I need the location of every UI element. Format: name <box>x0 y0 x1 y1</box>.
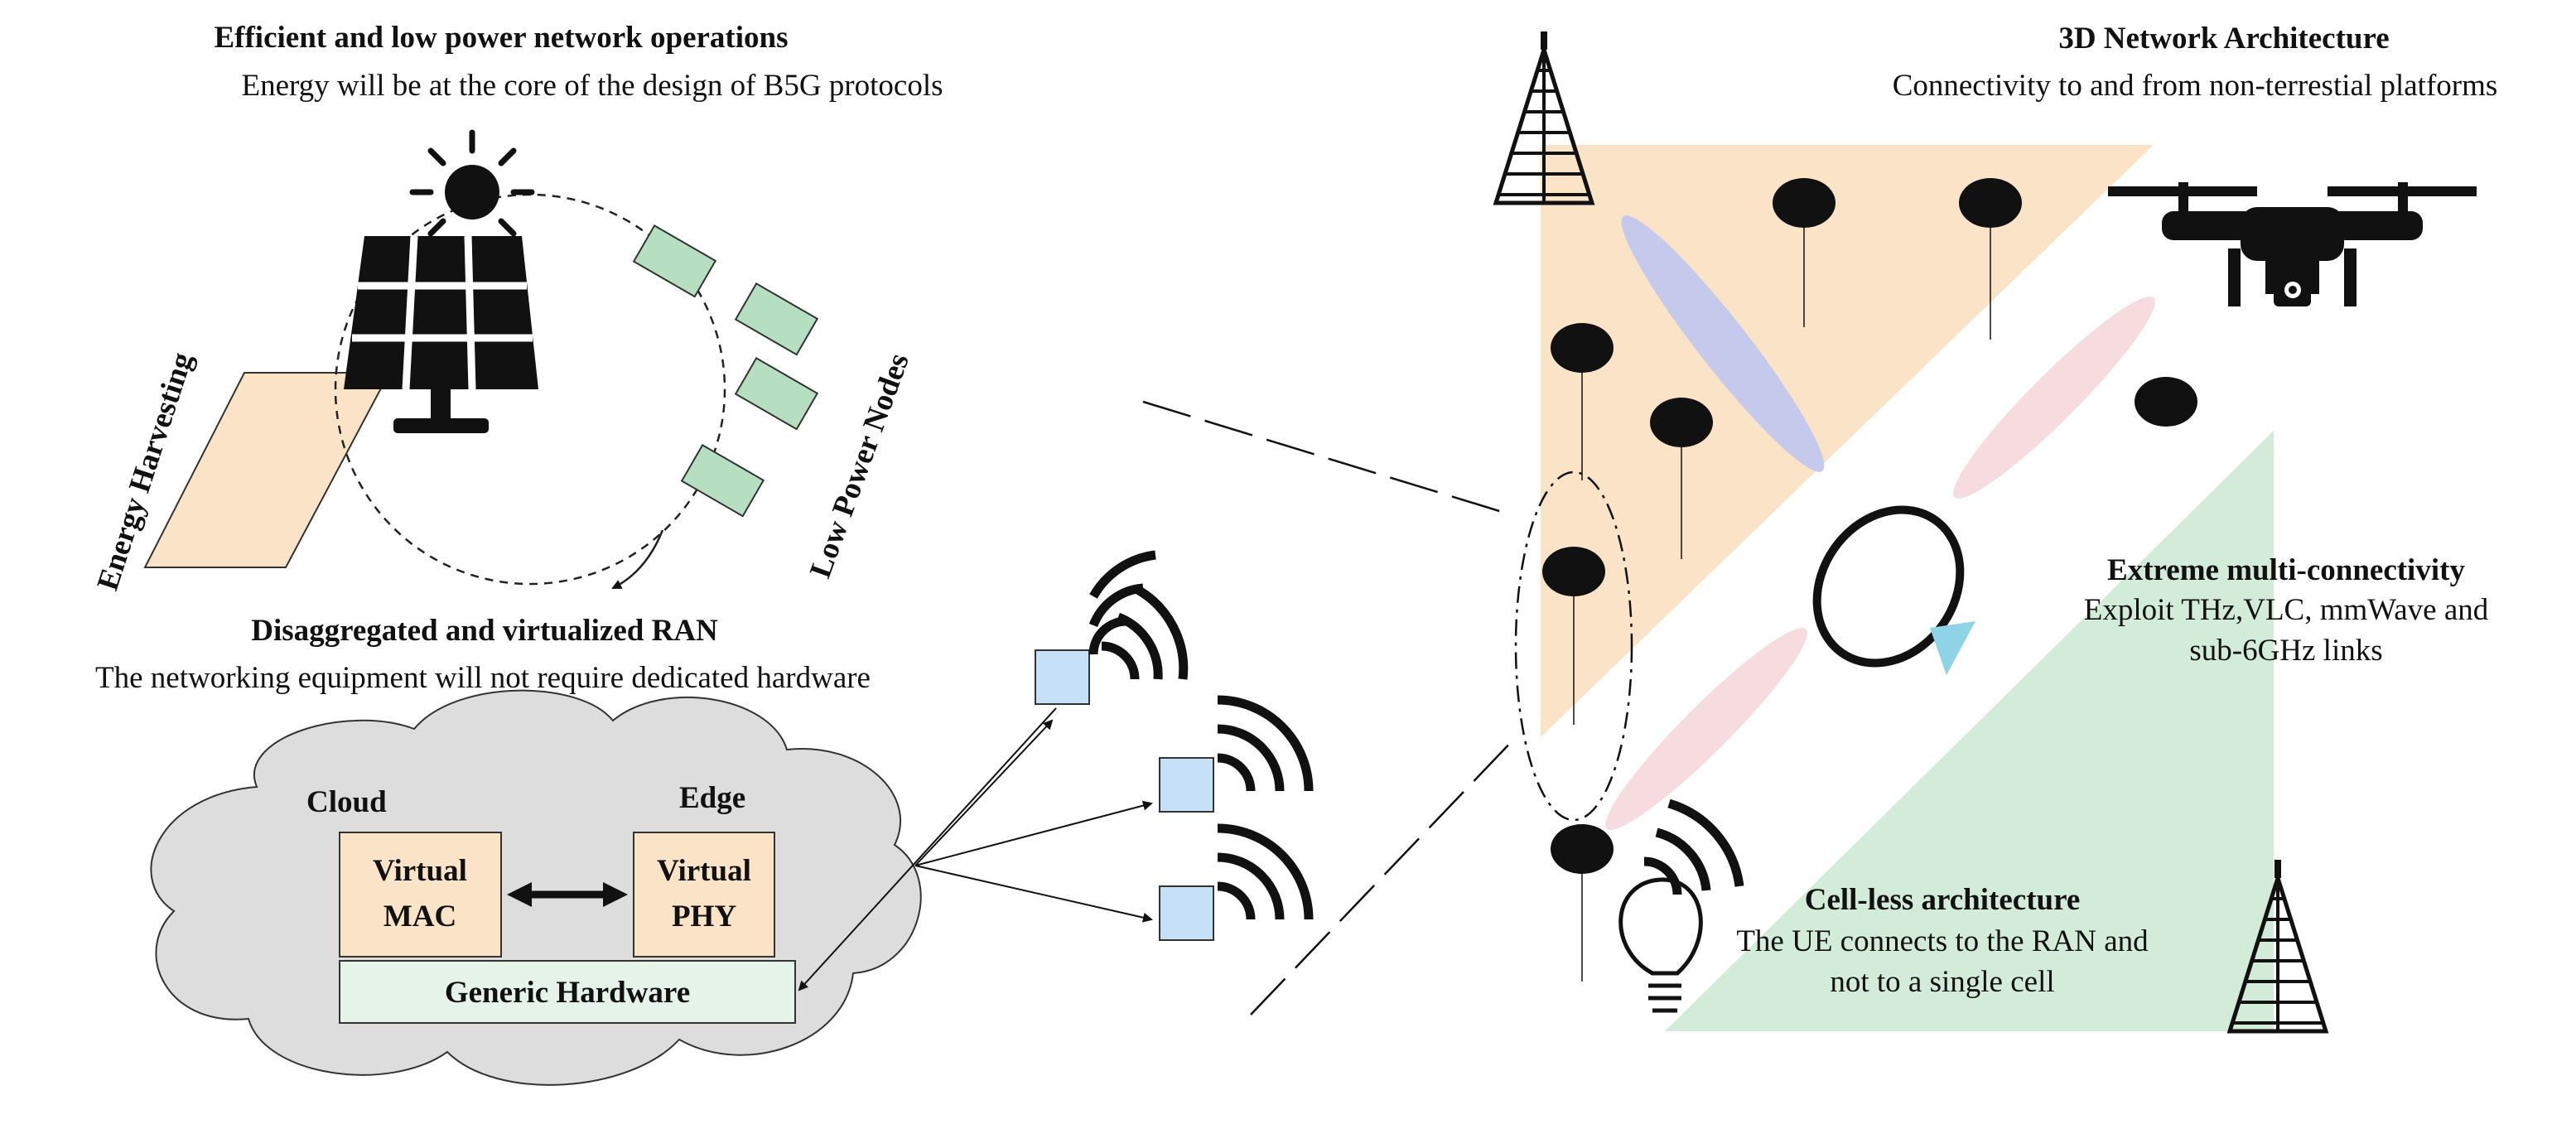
network3d-title: 3D Network Architecture <box>2058 22 2389 55</box>
ue-node <box>1959 178 2022 228</box>
pink-beam <box>1605 628 1807 830</box>
ue-devices <box>1035 649 1214 941</box>
ran-title: Disaggregated and virtualized RAN <box>251 614 718 648</box>
multiconn-title: Extreme multi-connectivity <box>2107 553 2465 587</box>
low-power-nodes-label: Low Power Nodes <box>803 349 916 582</box>
solar-panel-icon <box>344 235 538 433</box>
ue-node-heads <box>1542 178 2197 874</box>
cloud-shape <box>150 689 922 1086</box>
ue-node <box>2135 377 2197 427</box>
sun-icon <box>409 129 535 237</box>
cell-tower-icon <box>1493 31 1595 205</box>
cloud-label: Cloud <box>306 785 387 819</box>
cell-group-ellipse <box>1514 470 1633 822</box>
energy-harvesting-area <box>143 372 391 568</box>
wireless-signal-icon <box>1217 823 1314 920</box>
cellless-line2: not to a single cell <box>1830 965 2054 999</box>
network3d-subtitle: Connectivity to and from non-terrestial … <box>1893 69 2498 103</box>
ue-node <box>1650 398 1713 447</box>
pink-beam <box>1953 297 2155 499</box>
generic-hardware-box <box>339 960 796 1024</box>
cellless-title: Cell-less architecture <box>1805 883 2081 917</box>
ue-node <box>1542 547 1605 596</box>
energy-subtitle: Energy will be at the core of the design… <box>241 69 943 103</box>
virtual-mac-box <box>339 832 502 958</box>
blue-beam <box>1621 215 1825 472</box>
ue-node <box>1551 323 1614 373</box>
low-power-node <box>734 356 819 431</box>
multi-connectivity-ring <box>1812 505 1965 668</box>
edge-label: Edge <box>679 781 745 815</box>
generic-hardware-label: Generic Hardware <box>445 976 690 1010</box>
energy-title: Efficient and low power network operatio… <box>214 21 788 55</box>
low-power-nodes <box>632 224 819 518</box>
multiconn-line2: sub-6GHz links <box>2189 634 2382 668</box>
virtual-phy-line2: PHY <box>672 900 736 933</box>
multiconn-line1: Exploit THz,VLC, mmWave and <box>2084 593 2489 627</box>
low-power-node <box>734 282 819 356</box>
drone-icon <box>2108 182 2477 306</box>
ue-square <box>1159 885 1214 941</box>
cloud-ue-links <box>798 707 1153 991</box>
ue-square <box>1035 649 1090 705</box>
wireless-signal-icon <box>1217 695 1314 792</box>
ran-subtitle: The networking equipment will not requir… <box>95 661 871 695</box>
ue-square <box>1159 757 1214 813</box>
energy-cycle-arrow <box>611 529 664 590</box>
virtual-mac-line2: MAC <box>384 900 456 933</box>
wireless-signal-icon <box>1643 798 1744 895</box>
low-power-node <box>680 443 765 518</box>
ue-node <box>1551 824 1614 874</box>
vlc-beam-marker <box>1930 621 1975 675</box>
low-power-node <box>632 224 717 298</box>
virtual-phy-box <box>633 832 775 958</box>
virtual-mac-line1: Virtual <box>373 854 467 888</box>
virtual-phy-line1: Virtual <box>657 854 751 888</box>
cell-tower-icon <box>2226 860 2329 1034</box>
wireless-signal-icon <box>1088 550 1189 680</box>
lightbulb-icon <box>1618 877 1703 1013</box>
cellless-line1: The UE connects to the RAN and <box>1736 924 2149 958</box>
ue-node <box>1773 178 1836 228</box>
green-coverage-zone <box>1665 431 2274 1031</box>
